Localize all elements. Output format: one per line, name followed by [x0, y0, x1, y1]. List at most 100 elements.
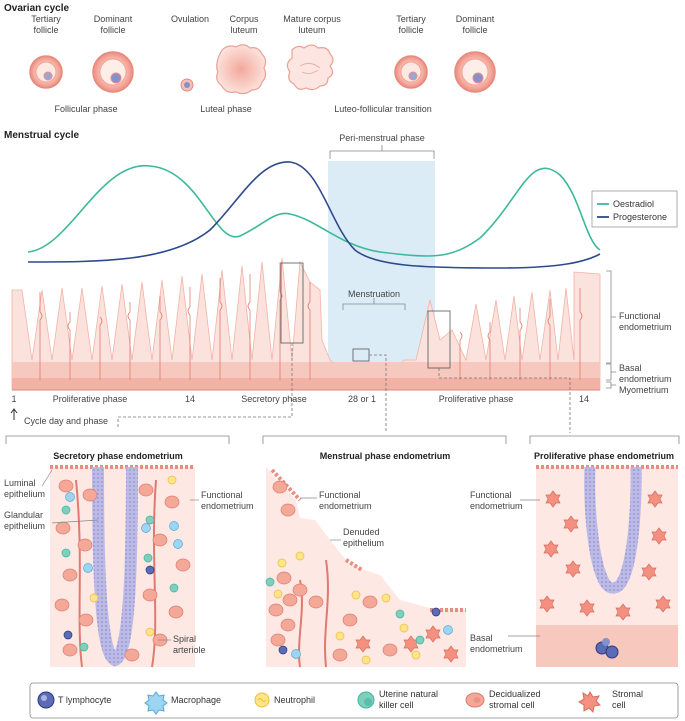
peri-menstrual-label: Peri-menstrual phase: [339, 133, 425, 143]
cycle-day-caption: Cycle day and phase: [24, 416, 108, 426]
mature-corpus-luteum-label-b: luteum: [298, 25, 325, 35]
hormone-legend: Oestradiol Progesterone: [591, 190, 678, 228]
menstruation-bracket: [342, 298, 406, 310]
tertiary-follicle-label-2b: follicle: [398, 25, 423, 35]
progesterone-legend-label: Progesterone: [613, 212, 667, 222]
proliferative-panel: [536, 465, 678, 667]
mature-corpus-luteum-label: Mature corpus: [283, 14, 341, 24]
tertiary-follicle-1: [29, 55, 63, 89]
glandular-epithelium-label: Glandular: [4, 510, 43, 520]
decidualized-key-label: Decidualized: [489, 689, 541, 699]
secretory-leader-lines: [41, 469, 199, 641]
proliferative-panel-title: Proliferative phase endometrium: [534, 451, 674, 461]
tertiary-follicle-2: [394, 55, 428, 89]
functional-endometrium-label: Functional: [619, 311, 661, 321]
spiral-arteriole-label-b: arteriole: [173, 645, 206, 655]
t-lymphocyte-key-label: T lymphocyte: [58, 695, 111, 705]
day-14-label-2: 14: [579, 394, 589, 404]
menstrual-functional-label-b: endometrium: [319, 501, 372, 511]
decidualized-stromal-cell-icon: [465, 692, 485, 708]
functional-endometrium-label-b: endometrium: [619, 322, 672, 332]
oestradiol-legend-label: Oestradiol: [613, 199, 654, 209]
neutrophil-icon: [254, 692, 270, 708]
dominant-follicle-1: [92, 51, 134, 93]
dominant-follicle-label-1b: follicle: [100, 25, 125, 35]
menstruation-label: Menstruation: [348, 289, 400, 299]
endometrium-band: [11, 257, 601, 391]
ovarian-stage-labels: Tertiary follicle Dominant follicle Ovul…: [31, 14, 495, 35]
secretory-panel-title: Secretory phase endometrium: [53, 451, 183, 461]
t-lymphocyte-icon: [37, 691, 55, 709]
peri-menstrual-band: [328, 161, 435, 390]
denuded-epithelium-label-b: epithelium: [343, 538, 384, 548]
ovarian-phase-labels: Follicular phase Luteal phase Luteo-foll…: [54, 104, 431, 114]
macrophage-key-label: Macrophage: [171, 695, 221, 705]
endometrium-vessels: [39, 262, 583, 380]
corpus-luteum-label-b: luteum: [230, 25, 257, 35]
menstrual-functional-label: Functional: [319, 490, 361, 500]
panel-titles: Secretory phase endometrium Menstrual ph…: [53, 451, 674, 461]
secretory-functional-label: Functional: [201, 490, 243, 500]
day-1-label: 1: [11, 394, 16, 404]
corpus-luteum: [216, 44, 267, 95]
menstrual-labels: Functional endometrium Denuded epitheliu…: [319, 490, 384, 548]
denuded-epithelium-label: Denuded: [343, 527, 380, 537]
cycle-axis: 1 Proliferative phase 14 Secretory phase…: [11, 394, 589, 404]
corpus-luteum-label: Corpus: [229, 14, 259, 24]
ovulated-oocyte: [180, 78, 194, 92]
follicular-phase-label: Follicular phase: [54, 104, 117, 114]
stromal-key-label: Stromal: [612, 689, 643, 699]
menstrual-cycle-title: Menstrual cycle: [4, 130, 79, 141]
dominant-follicle-label-1: Dominant: [94, 14, 133, 24]
zoom-connectors: [117, 343, 571, 433]
mature-corpus-luteum: [286, 44, 334, 91]
ovarian-cycle-title: Ovarian cycle: [4, 3, 69, 14]
luminal-epithelium-label-b: epithelium: [4, 489, 45, 499]
layer-brackets: [606, 270, 616, 389]
uterine-nk-key-label: Uterine natural: [379, 689, 438, 699]
dominant-follicle-label-2: Dominant: [456, 14, 495, 24]
stromal-key-label-b: cell: [612, 700, 626, 710]
proliferative-phase-label-1: Proliferative phase: [53, 394, 128, 404]
layer-labels: Functional endometrium Basal endometrium…: [619, 311, 672, 395]
luminal-epithelium-label: Luminal: [4, 478, 36, 488]
panel-title-brackets: [5, 435, 680, 444]
proliferative-functional-label-b: endometrium: [470, 501, 523, 511]
oestradiol-curve: [27, 165, 601, 257]
day-14-label-1: 14: [185, 394, 195, 404]
proliferative-basal-label: Basal: [470, 633, 493, 643]
menstrual-panel-title: Menstrual phase endometrium: [320, 451, 451, 461]
menstrual-leader-lines: [300, 497, 341, 541]
cycle-start-arrow-icon: [10, 408, 18, 420]
neutrophil-key-label: Neutrophil: [274, 695, 315, 705]
basal-endometrium-label: Basal: [619, 363, 642, 373]
proliferative-basal-label-b: endometrium: [470, 644, 523, 654]
proliferative-phase-label-2: Proliferative phase: [439, 394, 514, 404]
day-28-label: 28 or 1: [348, 394, 376, 404]
myometrium-label: Myometrium: [619, 385, 669, 395]
progesterone-curve: [27, 161, 601, 269]
dominant-follicle-2: [454, 51, 496, 93]
decidualized-key-label-b: stromal cell: [489, 700, 535, 710]
stromal-cell-icon: [578, 690, 602, 714]
glandular-epithelium-label-b: epithelium: [4, 521, 45, 531]
proliferative-t-lymphocytes: [595, 638, 619, 659]
secretory-panel: [50, 465, 195, 668]
proliferative-labels: Functional endometrium Basal endometrium: [470, 490, 523, 654]
peri-menstrual-bracket: [329, 145, 435, 159]
macrophage-icon: [144, 691, 168, 715]
cell-key: T lymphocyte Macrophage Neutrophil Uteri…: [29, 682, 679, 719]
tertiary-follicle-label-1: Tertiary: [31, 14, 61, 24]
secretory-labels: Luminal epithelium Glandular epithelium …: [4, 478, 254, 655]
spiral-arteriole-label: Spiral: [173, 634, 196, 644]
proliferative-functional-label: Functional: [470, 490, 512, 500]
proliferative-leader-lines: [508, 499, 540, 637]
ovulation-label: Ovulation: [171, 14, 209, 24]
basal-endometrium-label-b: endometrium: [619, 374, 672, 384]
secretory-functional-label-b: endometrium: [201, 501, 254, 511]
uterine-nk-key-label-b: killer cell: [379, 700, 414, 710]
dominant-follicle-label-2b: follicle: [462, 25, 487, 35]
tertiary-follicle-label-1b: follicle: [33, 25, 58, 35]
uterine-nk-cell-icon: [357, 691, 375, 709]
